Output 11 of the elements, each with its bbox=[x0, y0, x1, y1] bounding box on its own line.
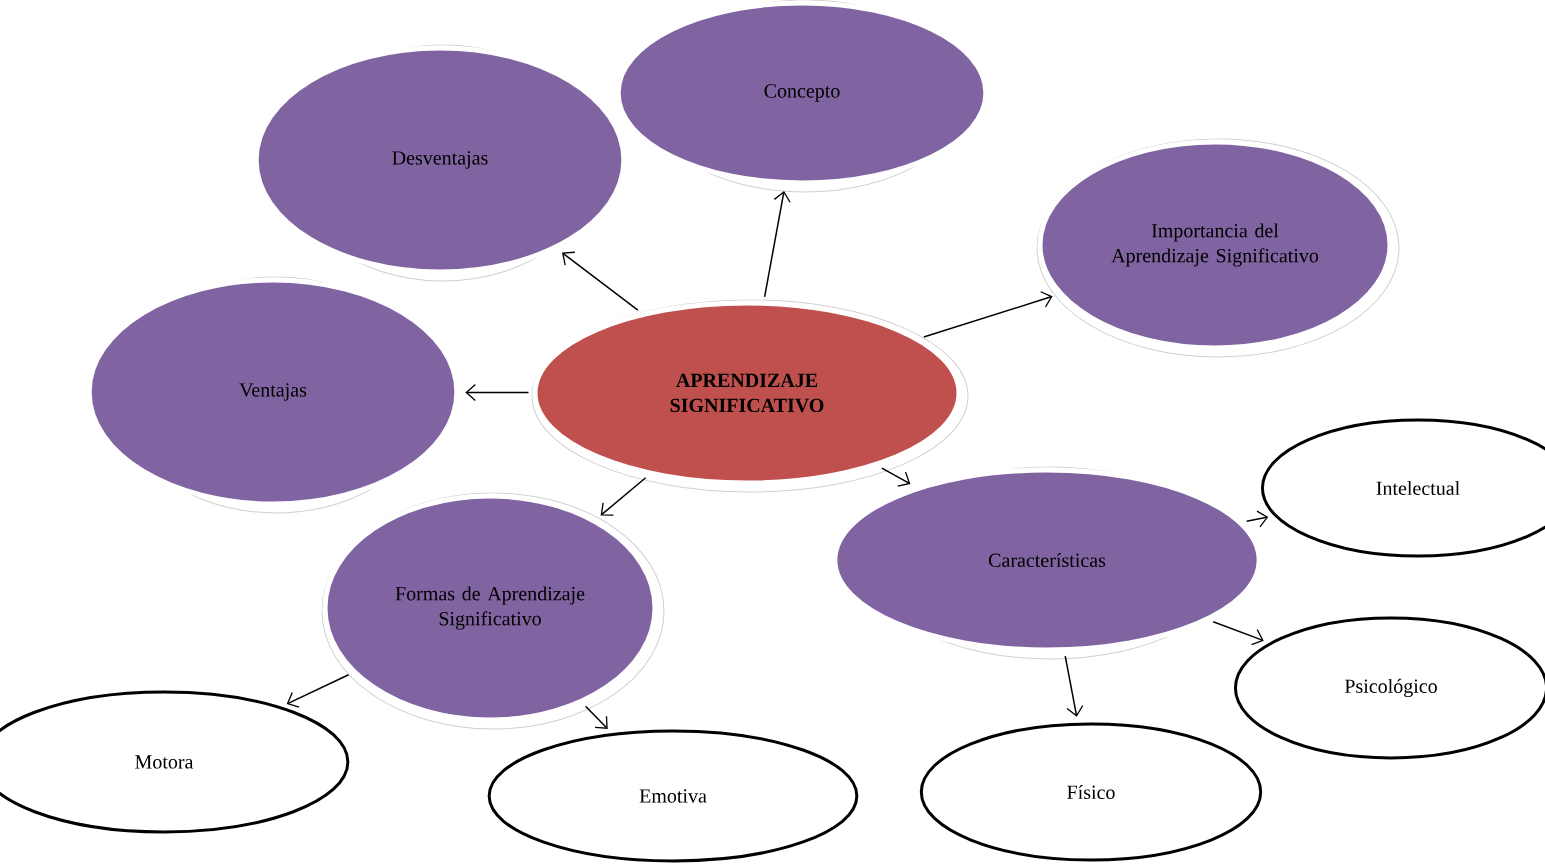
arrow bbox=[600, 477, 647, 516]
arrow bbox=[1064, 655, 1084, 717]
arrow bbox=[1212, 621, 1264, 646]
arrow bbox=[562, 251, 639, 311]
arrow bbox=[286, 674, 350, 708]
arrow bbox=[584, 705, 608, 729]
arrow bbox=[1245, 510, 1269, 528]
arrow bbox=[923, 291, 1053, 338]
arrow bbox=[763, 191, 791, 298]
arrow bbox=[465, 383, 530, 402]
arrow bbox=[881, 467, 911, 487]
